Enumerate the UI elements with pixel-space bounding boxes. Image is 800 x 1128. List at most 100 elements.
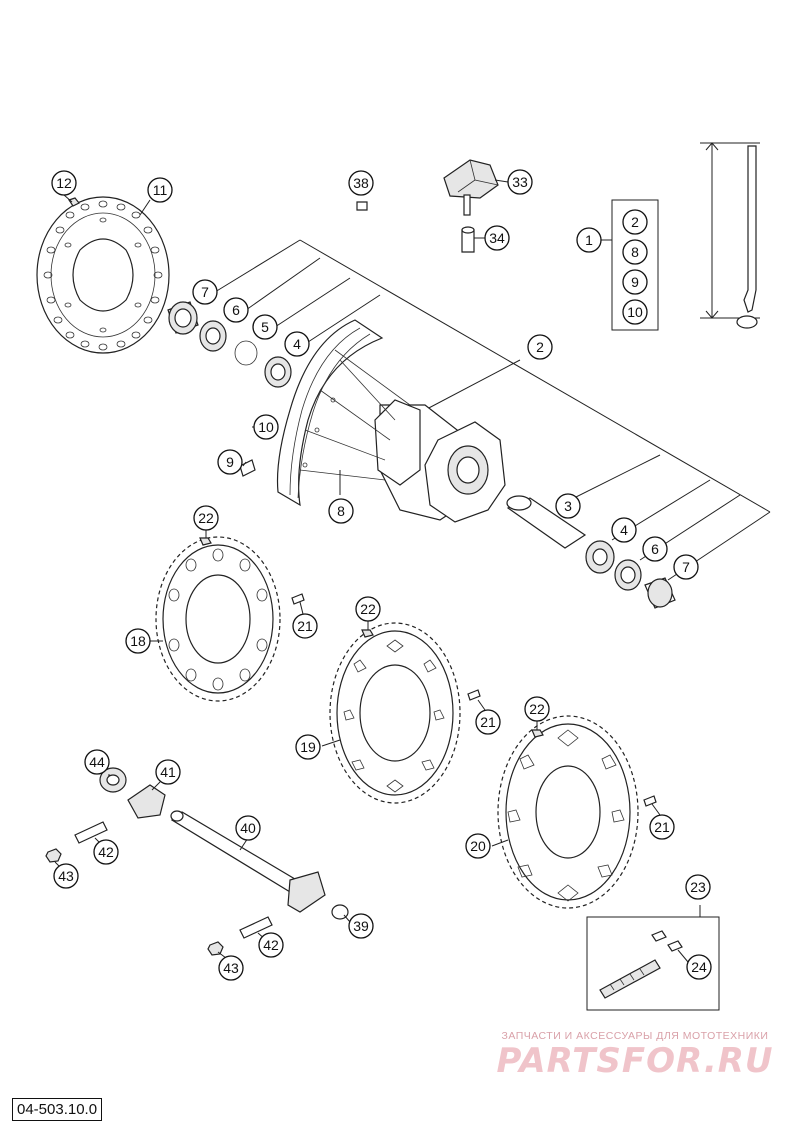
callout-6-right: 6	[642, 536, 668, 562]
hub	[299, 349, 506, 523]
callout-41: 41	[155, 759, 181, 785]
callout-11: 11	[147, 177, 173, 203]
callout-2-kit: 2	[622, 209, 648, 235]
svg-text:10: 10	[258, 419, 274, 435]
callout-42-left: 42	[93, 839, 119, 865]
svg-text:10: 10	[627, 304, 643, 320]
svg-text:23: 23	[690, 879, 706, 895]
svg-text:2: 2	[631, 214, 639, 230]
callout-7-left: 7	[192, 279, 218, 305]
svg-text:4: 4	[293, 336, 301, 352]
svg-text:2: 2	[536, 339, 544, 355]
svg-text:9: 9	[226, 454, 234, 470]
callout-33: 33	[507, 169, 533, 195]
callout-4-left: 4	[284, 331, 310, 357]
svg-text:43: 43	[223, 960, 239, 976]
svg-text:43: 43	[58, 868, 74, 884]
svg-text:42: 42	[263, 937, 279, 953]
callout-43-left: 43	[53, 863, 79, 889]
callout-44: 44	[84, 749, 110, 775]
svg-text:24: 24	[691, 959, 707, 975]
callout-38: 38	[348, 170, 374, 196]
svg-text:33: 33	[512, 174, 528, 190]
watermark: ЗАПЧАСТИ И АКСЕССУАРЫ ДЛЯ МОТОТЕХНИКИ PA…	[480, 1030, 790, 1080]
svg-text:44: 44	[89, 754, 105, 770]
drawing-code: 04-503.10.0	[12, 1098, 103, 1121]
svg-text:21: 21	[654, 819, 670, 835]
small-cap	[356, 201, 368, 211]
callout-22-small: 22	[193, 505, 219, 531]
svg-text:34: 34	[489, 230, 505, 246]
callout-42-right: 42	[258, 932, 284, 958]
callout-4-right: 4	[611, 517, 637, 543]
leader-lines-top	[214, 239, 771, 513]
svg-text:22: 22	[198, 510, 214, 526]
callout-3: 3	[555, 493, 581, 519]
callout-8-kit: 8	[622, 239, 648, 265]
callout-19: 19	[295, 734, 321, 760]
svg-text:41: 41	[160, 764, 176, 780]
bearing-set-left	[167, 301, 292, 388]
callout-24: 24	[686, 954, 712, 980]
svg-text:9: 9	[631, 274, 639, 290]
callout-10-kit: 10	[622, 299, 648, 325]
svg-text:8: 8	[337, 503, 345, 519]
svg-text:21: 21	[297, 618, 313, 634]
callout-2-hub: 2	[527, 334, 553, 360]
svg-text:1: 1	[585, 232, 593, 248]
svg-text:7: 7	[682, 559, 690, 575]
svg-text:40: 40	[240, 820, 256, 836]
svg-text:20: 20	[470, 838, 486, 854]
callout-43-right: 43	[218, 955, 244, 981]
svg-text:22: 22	[360, 601, 376, 617]
brake-disc	[36, 196, 170, 354]
callout-10-rim: 10	[253, 414, 279, 440]
callout-1: 1	[576, 227, 602, 253]
svg-text:6: 6	[232, 302, 240, 318]
callout-34: 34	[484, 225, 510, 251]
callout-6-left: 6	[223, 297, 249, 323]
svg-text:6: 6	[651, 541, 659, 557]
callout-9-screw: 9	[217, 449, 243, 475]
svg-text:42: 42	[98, 844, 114, 860]
rear-axle	[45, 767, 349, 956]
chain-guide-block	[443, 159, 499, 199]
svg-text:19: 19	[300, 739, 316, 755]
callout-40: 40	[235, 815, 261, 841]
callout-22-large: 22	[524, 696, 550, 722]
svg-text:39: 39	[353, 918, 369, 934]
svg-text:4: 4	[620, 522, 628, 538]
callout-22-medium: 22	[355, 596, 381, 622]
spoke	[700, 142, 760, 329]
callout-21-large: 21	[649, 814, 675, 840]
watermark-logo: PARTSFOR.RU	[496, 1041, 774, 1081]
svg-text:12: 12	[56, 175, 72, 191]
svg-text:7: 7	[201, 284, 209, 300]
callout-21-small: 21	[292, 613, 318, 639]
callout-23: 23	[685, 874, 711, 900]
sprocket-small	[155, 536, 281, 702]
callout-5: 5	[252, 314, 278, 340]
svg-text:11: 11	[153, 182, 168, 198]
callout-leaders	[54, 179, 689, 963]
watermark-tagline: ЗАПЧАСТИ И АКСЕССУАРЫ ДЛЯ МОТОТЕХНИКИ	[501, 1030, 769, 1042]
callout-8-spoke: 8	[328, 498, 354, 524]
svg-text:18: 18	[130, 633, 146, 649]
svg-text:3: 3	[564, 498, 572, 514]
svg-text:8: 8	[631, 244, 639, 260]
callout-21-medium: 21	[475, 709, 501, 735]
svg-text:21: 21	[480, 714, 496, 730]
svg-text:38: 38	[353, 175, 369, 191]
callout-7-right: 7	[673, 554, 699, 580]
callout-39: 39	[348, 913, 374, 939]
rim	[276, 319, 384, 507]
rim-lock-screw	[239, 459, 256, 477]
chain-kit	[586, 905, 720, 1011]
svg-text:22: 22	[529, 701, 545, 717]
sprocket-medium	[329, 622, 461, 804]
callout-9-kit: 9	[622, 269, 648, 295]
callout-20: 20	[465, 833, 491, 859]
spoke-kit-box	[611, 199, 659, 331]
callout-18: 18	[125, 628, 151, 654]
